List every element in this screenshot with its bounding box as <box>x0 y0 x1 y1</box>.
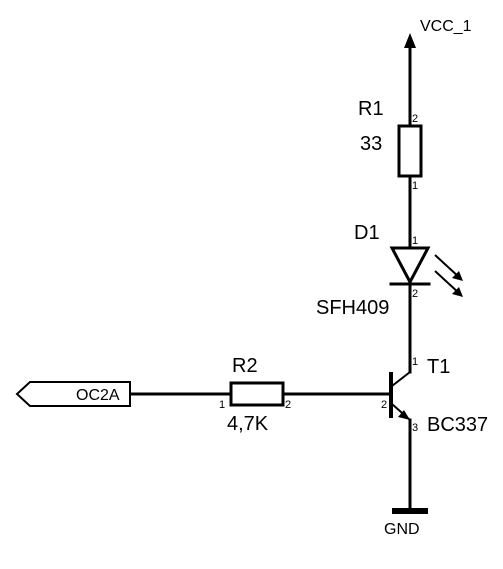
resistor-r1-body <box>397 124 423 178</box>
gnd-bar-icon <box>392 508 428 514</box>
t1-ref-label: T1 <box>427 356 450 378</box>
r2-value-label: 4,7K <box>227 413 269 435</box>
t1-pin2-label: 2 <box>381 399 387 411</box>
r2-pin2-label: 2 <box>285 399 291 411</box>
port-oc2a: OC2A <box>15 381 131 407</box>
d1-pin1-label: 1 <box>412 235 418 247</box>
r1-value-label: 33 <box>360 133 382 155</box>
resistor-r2: R2 4,7K 1 2 <box>219 355 291 435</box>
gnd-symbol: GND <box>384 508 428 538</box>
vcc-arrow-icon <box>404 33 416 48</box>
r1-pin1-label: 1 <box>412 180 418 192</box>
transistor-collector-lead <box>391 371 411 387</box>
t1-part-label: BC337 <box>427 414 488 436</box>
led-triangle-icon <box>389 246 431 286</box>
led-emit-arrow-2-icon <box>452 287 463 297</box>
t1-pin3-label: 3 <box>412 422 418 434</box>
resistor-r1: R1 33 2 1 <box>358 98 423 192</box>
led-d1: D1 SFH409 1 2 <box>316 222 463 319</box>
r1-ref-label: R1 <box>358 98 384 120</box>
d1-pin2-label: 2 <box>412 288 418 300</box>
r1-pin2-label: 2 <box>412 113 418 125</box>
r2-pin1-label: 1 <box>219 399 225 411</box>
d1-ref-label: D1 <box>354 222 380 244</box>
led-emit-arrow-1-icon <box>452 271 463 281</box>
vcc-symbol: VCC_1 <box>404 18 472 48</box>
r2-ref-label: R2 <box>232 355 258 377</box>
port-label: OC2A <box>76 387 120 404</box>
transistor-emitter-arrow-icon <box>398 410 410 420</box>
gnd-label: GND <box>384 521 420 538</box>
resistor-r2-body <box>229 381 285 407</box>
transistor-t1: T1 BC337 1 2 3 <box>381 356 488 436</box>
vcc-label: VCC_1 <box>420 18 472 35</box>
d1-part-label: SFH409 <box>316 297 389 319</box>
t1-pin1-label: 1 <box>412 356 418 368</box>
